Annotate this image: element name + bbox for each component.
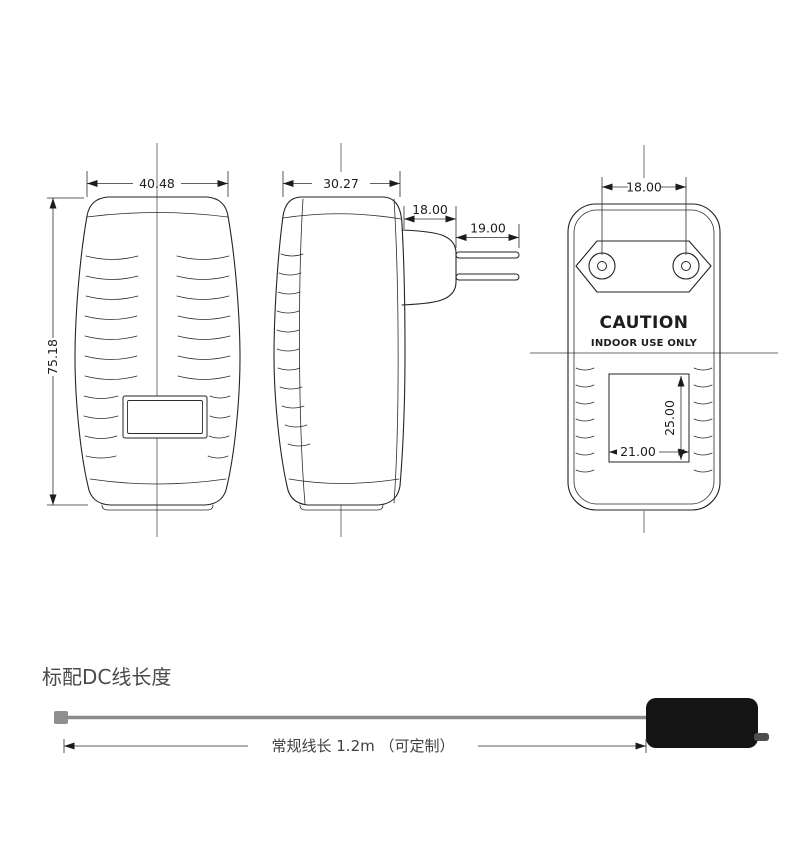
front-height-dimension: 75.18: [45, 197, 88, 506]
label-height-dimension: 25.00: [662, 376, 685, 460]
cable-length-label: 常规线长 1.2m （可定制）: [271, 737, 454, 755]
indoor-use-text: INDOOR USE ONLY: [591, 338, 698, 349]
cable-section-heading: 标配DC线长度: [42, 665, 171, 689]
side-vent-lines: [276, 253, 311, 447]
front-height-label: 75.18: [45, 339, 60, 375]
cable-left-connector: [54, 711, 68, 724]
back-view: CAUTION INDOOR USE ONLY 18.00: [567, 177, 721, 511]
pin-socket-right: [672, 252, 700, 280]
pin-length-label: 19.00: [470, 221, 506, 236]
front-view: 40.48 75.18: [45, 171, 241, 511]
pin-socket-left: [588, 252, 616, 280]
front-width-label: 40.48: [139, 176, 175, 191]
cable-length-dimension: 常规线长 1.2m （可定制）: [63, 737, 647, 755]
front-vent-lines: [83, 255, 231, 459]
side-width-label: 30.27: [323, 176, 359, 191]
plug-pin-upper: [455, 251, 520, 259]
label-width-label: 21.00: [620, 444, 656, 459]
back-body-outline: [567, 203, 721, 511]
pin-recess-hexagon: [575, 240, 712, 293]
pin-spacing-label: 18.00: [626, 180, 662, 195]
pin-spacing-dimension: 18.00: [601, 177, 687, 255]
cable-section: 标配DC线长度 常规线长 1.2m （可定制）: [42, 665, 769, 755]
plug-depth-label: 18.00: [412, 202, 448, 217]
back-vent-lines: [575, 367, 713, 473]
caution-text: CAUTION: [599, 313, 688, 333]
side-view: 30.27 18.00 19.00: [273, 171, 520, 511]
dc-connector-body: [646, 698, 758, 748]
plug-pin-lower: [455, 273, 520, 281]
front-width-dimension: 40.48: [86, 171, 229, 197]
front-body-outline: [74, 196, 241, 506]
side-body-outline: [273, 196, 406, 506]
pin-length-dimension: 19.00: [456, 221, 520, 248]
plug-base: [401, 229, 457, 306]
plug-depth-dimension: 18.00: [403, 202, 457, 248]
side-width-dimension: 30.27: [282, 171, 401, 197]
front-label-plate: [122, 395, 208, 439]
label-width-dimension: 21.00: [609, 444, 689, 459]
dc-connector-tip: [754, 733, 769, 741]
label-height-label: 25.00: [662, 400, 677, 436]
